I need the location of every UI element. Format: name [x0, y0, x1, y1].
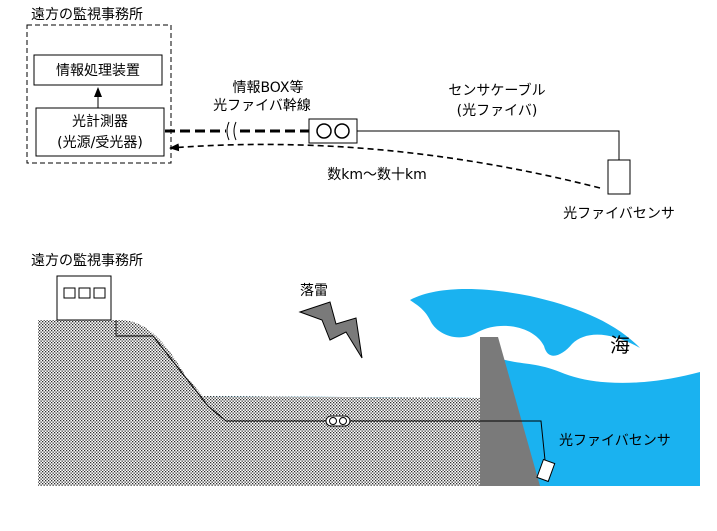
sea-water: [498, 358, 700, 486]
info-processing-label: 情報処理装置: [56, 63, 140, 79]
trunk-label: 情報BOX等: [232, 79, 303, 96]
measurement-distance-arrow: [169, 143, 601, 189]
bottom-diagram: 遠方の監視事務所 落雷 海 光ファイバセンサ: [31, 252, 700, 486]
sensor-cable-label: センサケーブル: [448, 82, 545, 99]
lightning-label: 落雷: [300, 283, 328, 299]
optical-meter-sublabel: (光源/受光器): [57, 135, 143, 151]
fiber-sensor-icon: [607, 159, 631, 195]
connection-box: [308, 118, 358, 144]
lightning-bolt-icon: [298, 301, 363, 359]
remote-office-boundary: [26, 24, 172, 164]
sensor-cable-line: [357, 130, 620, 160]
crashing-wave: [410, 289, 640, 356]
remote-office-label: 遠方の監視事務所: [31, 6, 143, 23]
connector-icon: [316, 123, 332, 139]
line-break-mark: [226, 121, 230, 141]
top-diagram: 遠方の監視事務所 情報処理装置 光計測器 (光源/受光器) 情報BOX等 光ファ…: [26, 6, 675, 222]
connector-icon: [329, 417, 337, 425]
sensor-cable-sublabel: (光ファイバ): [457, 103, 538, 119]
sensor-label: 光ファイバセンサ: [559, 433, 671, 449]
seawall: [480, 337, 540, 486]
ground-terrain: [38, 320, 485, 486]
trunk-sublabel: 光ファイバ幹線: [213, 97, 311, 114]
sea-label: 海: [610, 333, 630, 357]
remote-office-label: 遠方の監視事務所: [31, 252, 143, 269]
info-processing-box: [33, 54, 163, 86]
fiber-sensor-icon: [536, 458, 556, 483]
distance-label: 数km～数十km: [327, 167, 427, 183]
buried-fiber-cable: [115, 320, 546, 461]
window-icon: [63, 287, 76, 299]
line-break-mark: [233, 121, 237, 141]
connector-icon: [334, 123, 350, 139]
optical-meter-label: 光計測器: [72, 114, 128, 130]
optical-meter-box: [35, 107, 165, 157]
window-icon: [93, 287, 106, 299]
connector-icon: [339, 417, 347, 425]
line-break-gap: [226, 120, 240, 142]
sensor-label: 光ファイバセンサ: [563, 206, 675, 222]
window-icon: [78, 287, 91, 299]
